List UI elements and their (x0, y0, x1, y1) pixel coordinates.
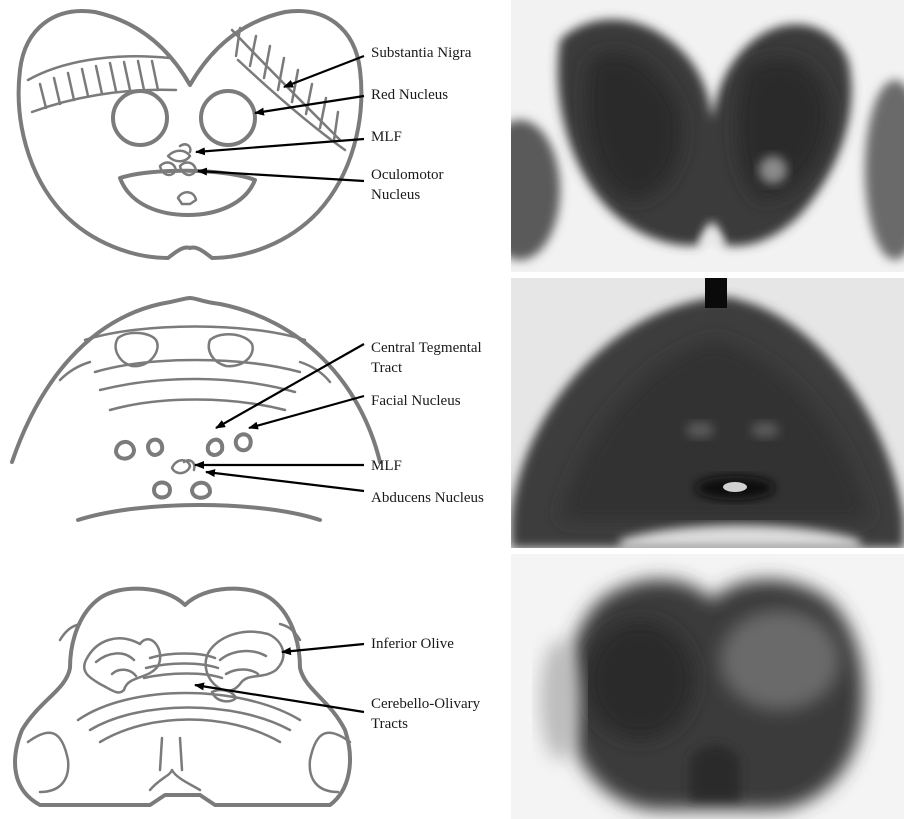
label-cerebello-olivary-1: Cerebello-Olivary (371, 696, 481, 712)
mri-medulla (511, 554, 904, 819)
arrow-oculomotor (198, 171, 364, 181)
label-mlf-2: MLF (371, 458, 402, 474)
label-central-tegmental-2: Tract (371, 360, 403, 376)
medulla-drawing (15, 589, 350, 805)
label-abducens: Abducens Nucleus (371, 490, 484, 506)
label-mlf-1: MLF (371, 129, 402, 145)
label-central-tegmental-1: Central Tegmental (371, 340, 482, 356)
label-oculomotor-2: Nucleus (371, 187, 420, 203)
arrow-cerebello-olivary (195, 685, 364, 712)
arrow-abducens (206, 472, 364, 491)
arrow-central-tegmental (216, 344, 364, 428)
mri-pons (511, 278, 904, 548)
arrow-facial-nucleus (249, 396, 364, 428)
label-cerebello-olivary-2: Tracts (371, 716, 408, 732)
label-facial-nucleus: Facial Nucleus (371, 393, 461, 409)
label-oculomotor-1: Oculomotor (371, 167, 444, 183)
label-substantia-nigra: Substantia Nigra (371, 45, 472, 61)
midbrain-drawing (19, 11, 362, 258)
label-red-nucleus: Red Nucleus (371, 87, 448, 103)
arrow-substantia-nigra (284, 56, 364, 87)
arrow-inferior-olive (282, 644, 364, 652)
mri-midbrain (480, 0, 904, 272)
label-inferior-olive: Inferior Olive (371, 636, 454, 652)
